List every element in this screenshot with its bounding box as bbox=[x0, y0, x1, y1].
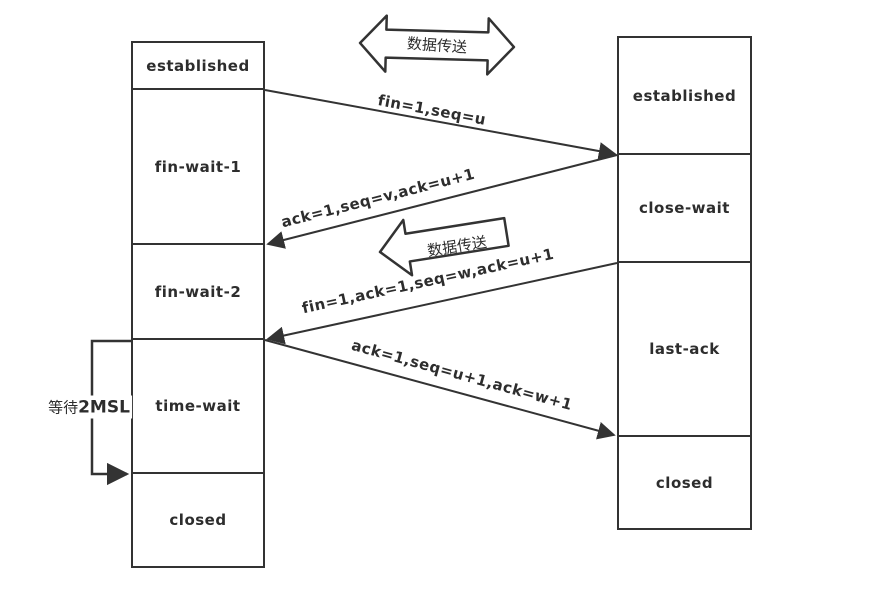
state-label: established bbox=[146, 56, 250, 75]
client-state-fin-wait-2: fin-wait-2 bbox=[133, 245, 263, 340]
server-state-column: established close-wait last-ack closed bbox=[617, 36, 752, 530]
wait-duration: 2MSL bbox=[78, 397, 130, 418]
client-state-closed: closed bbox=[133, 474, 263, 566]
state-label: established bbox=[632, 86, 737, 105]
state-label: closed bbox=[655, 473, 714, 492]
client-state-established: established bbox=[133, 43, 263, 90]
state-label: fin-wait-1 bbox=[154, 157, 242, 176]
state-label: closed bbox=[169, 511, 227, 529]
wait-prefix: 等待 bbox=[48, 398, 79, 417]
message-label-final-ack: ack=1,seq=u+1,ack=w+1 bbox=[349, 335, 575, 415]
ack-arrow bbox=[266, 154, 618, 249]
data-transfer-top-label: 数据传送 bbox=[406, 34, 468, 57]
server-state-closed: closed bbox=[619, 437, 750, 528]
state-label: last-ack bbox=[649, 340, 720, 358]
wait-2msl-label: 等待2MSL bbox=[46, 395, 132, 419]
message-label-ack: ack=1,seq=v,ack=u+1 bbox=[279, 164, 477, 232]
message-label-fin: fin=1,seq=u bbox=[376, 91, 488, 129]
state-label: time-wait bbox=[155, 397, 241, 415]
server-state-established: established bbox=[619, 38, 750, 155]
client-state-column: established fin-wait-1 fin-wait-2 time-w… bbox=[131, 41, 265, 568]
final-ack-arrow bbox=[264, 339, 616, 440]
data-transfer-mid-label: 数据传送 bbox=[426, 232, 489, 261]
server-state-last-ack: last-ack bbox=[619, 263, 750, 437]
server-state-close-wait: close-wait bbox=[619, 155, 750, 263]
client-state-time-wait: time-wait bbox=[133, 340, 263, 474]
state-label: close-wait bbox=[639, 199, 730, 217]
state-label: fin-wait-2 bbox=[154, 282, 242, 301]
fin-arrow bbox=[264, 89, 617, 160]
client-state-fin-wait-1: fin-wait-1 bbox=[133, 90, 263, 245]
